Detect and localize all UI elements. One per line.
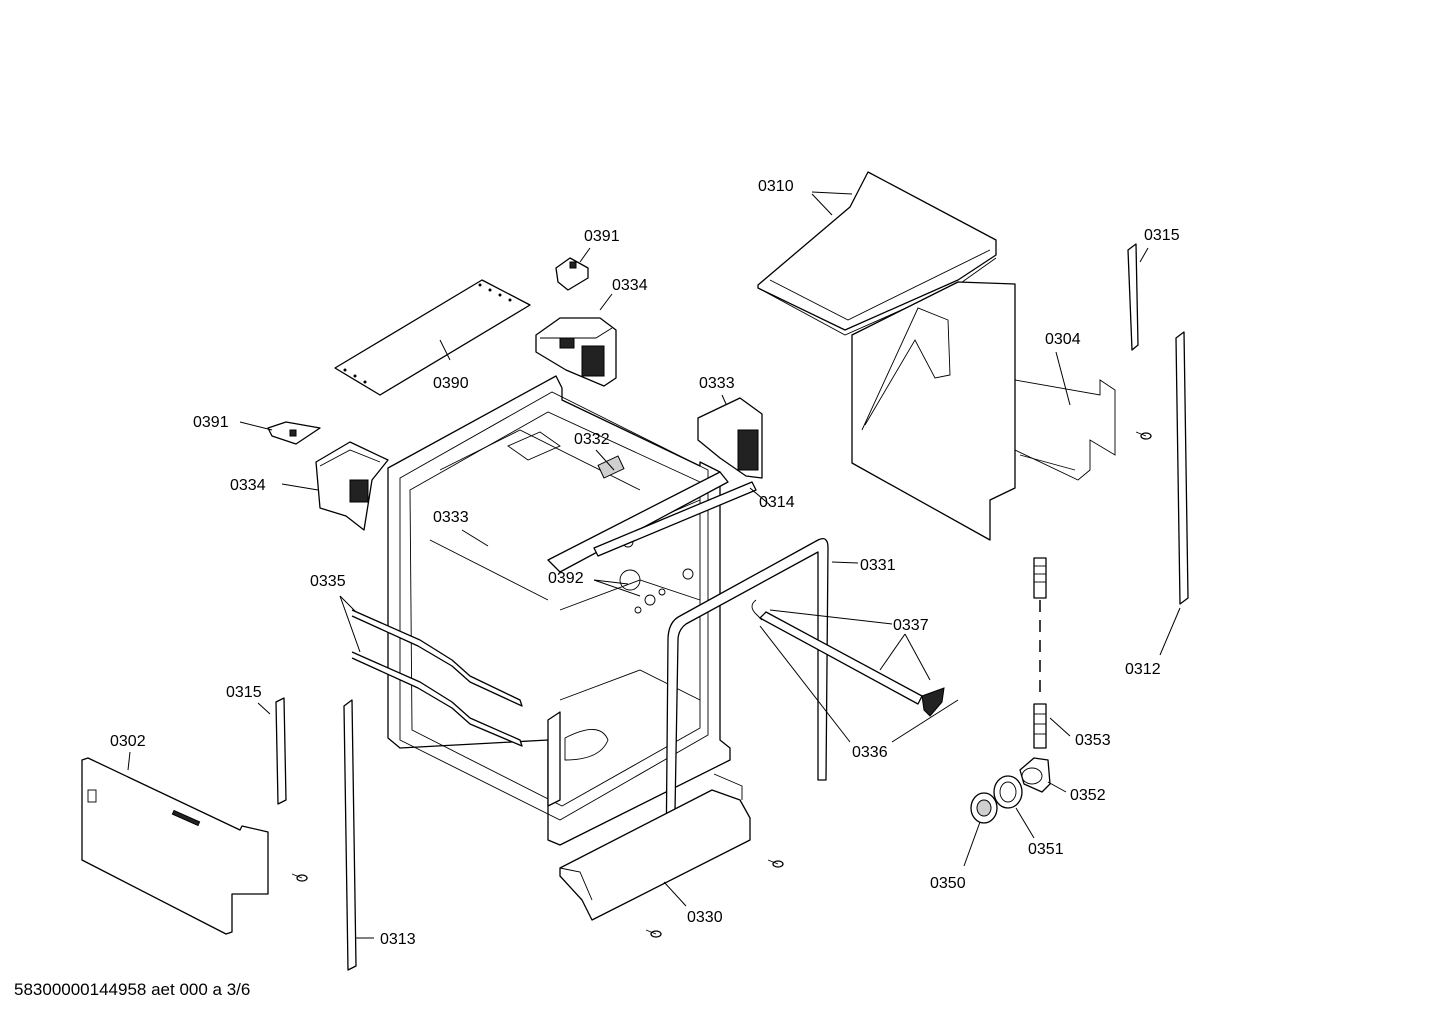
vertical-strip-0315-right bbox=[1127, 243, 1139, 351]
cap-0350 bbox=[970, 792, 998, 824]
label-0302: 0302 bbox=[110, 733, 146, 750]
vertical-strip-0312 bbox=[1175, 331, 1189, 605]
leader-lines bbox=[127, 191, 1181, 939]
label-0304: 0304 bbox=[1045, 331, 1081, 348]
label-0392: 0392 bbox=[548, 570, 584, 587]
screw-0302 bbox=[291, 873, 308, 882]
base-plinth-0330 bbox=[559, 773, 751, 921]
screw-0330-a bbox=[645, 929, 662, 938]
label-0310: 0310 bbox=[758, 178, 794, 195]
label-0352: 0352 bbox=[1070, 787, 1106, 804]
bracket-0334-top bbox=[535, 317, 617, 387]
vertical-strip-0313 bbox=[343, 699, 357, 971]
label-0391-top: 0391 bbox=[584, 228, 620, 245]
label-0330: 0330 bbox=[687, 909, 723, 926]
label-0332: 0332 bbox=[574, 431, 610, 448]
label-0315-left: 0315 bbox=[226, 684, 262, 701]
label-0331: 0331 bbox=[860, 557, 896, 574]
callout-labels: 0310 0315 0391 0334 0304 0390 0333 0391 … bbox=[110, 178, 1180, 948]
support-bar-0337 bbox=[751, 599, 945, 717]
rails-0335 bbox=[351, 609, 523, 747]
side-panel-0304 bbox=[851, 281, 1116, 541]
screw-0330-b bbox=[767, 859, 784, 868]
front-panel-0302 bbox=[81, 757, 269, 935]
label-0334-top: 0334 bbox=[612, 277, 648, 294]
label-0353: 0353 bbox=[1075, 732, 1111, 749]
label-0336: 0336 bbox=[852, 744, 888, 761]
label-0350: 0350 bbox=[930, 875, 966, 892]
label-0351: 0351 bbox=[1028, 841, 1064, 858]
screw-right bbox=[1135, 431, 1152, 440]
bracket-0334-left bbox=[315, 441, 389, 531]
elbow-0352 bbox=[1019, 757, 1051, 793]
label-0333-right: 0333 bbox=[699, 375, 735, 392]
vertical-strip-0315-left bbox=[275, 697, 287, 805]
document-id-footer: 58300000144958 aet 000 a 3/6 bbox=[14, 980, 251, 999]
label-0313: 0313 bbox=[380, 931, 416, 948]
hose-0353 bbox=[1033, 557, 1047, 749]
label-0337: 0337 bbox=[893, 617, 929, 634]
door-seal-0331 bbox=[665, 537, 829, 869]
label-0312: 0312 bbox=[1125, 661, 1161, 678]
label-0334-left: 0334 bbox=[230, 477, 266, 494]
label-0390: 0390 bbox=[433, 375, 469, 392]
bracket-0333-right bbox=[697, 397, 763, 479]
label-0314: 0314 bbox=[759, 494, 795, 511]
bar-0314 bbox=[593, 481, 757, 557]
label-0391-left: 0391 bbox=[193, 414, 229, 431]
ring-0351 bbox=[993, 775, 1023, 809]
main-tub-frame bbox=[387, 375, 731, 846]
label-0335: 0335 bbox=[310, 573, 346, 590]
strip-0390 bbox=[334, 279, 531, 396]
clip-0391-top bbox=[555, 257, 589, 291]
label-0315-right: 0315 bbox=[1144, 227, 1180, 244]
clip-0391-left bbox=[267, 421, 321, 445]
label-0333-center: 0333 bbox=[433, 509, 469, 526]
